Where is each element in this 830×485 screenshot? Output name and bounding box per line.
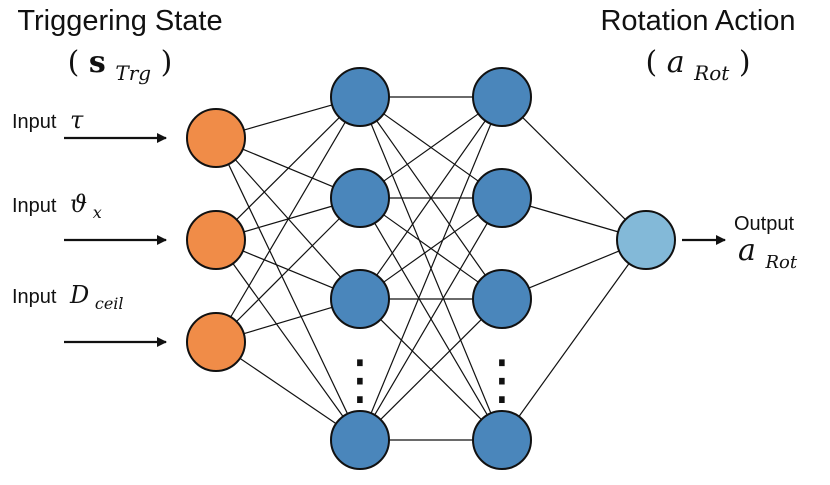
input-label-tau: Input τ bbox=[12, 106, 84, 134]
connection-lines bbox=[227, 96, 630, 441]
edge-layer-3-1-to-layer-4-1 bbox=[522, 117, 626, 220]
input-label-tau-symbol: τ bbox=[70, 106, 84, 134]
edge-layer-1-3-to-layer-2-4 bbox=[239, 357, 337, 425]
edge-layer-1-2-to-layer-2-1 bbox=[236, 117, 340, 220]
edge-layer-2-4-to-layer-3-2 bbox=[374, 222, 488, 416]
input-label-d-ceil: Input D ceil bbox=[12, 281, 124, 313]
left-title: Triggering State bbox=[17, 5, 222, 37]
hidden-layer-2-ellipsis: ⋮ bbox=[475, 350, 529, 410]
hidden-layer-2-node-2 bbox=[472, 168, 532, 228]
input-label-d-ceil-word: Input bbox=[12, 286, 57, 308]
hidden-layer-1-node-4 bbox=[330, 410, 390, 470]
input-label-d-ceil-symbol: D bbox=[69, 281, 89, 309]
right-title-main-symbol: a bbox=[667, 45, 685, 80]
output-label-subscript: Rot bbox=[764, 252, 797, 273]
input-node-3 bbox=[186, 312, 246, 372]
edge-layer-2-2-to-layer-3-1 bbox=[383, 113, 479, 182]
left-title-subscript: Trg bbox=[115, 61, 151, 85]
edge-layer-1-3-to-layer-2-1 bbox=[230, 121, 346, 318]
edge-layer-3-2-to-layer-4-1 bbox=[529, 205, 619, 233]
input-label-vartheta-x-word: Input bbox=[12, 195, 57, 217]
edge-layer-2-3-to-layer-3-1 bbox=[376, 120, 486, 276]
input-node-1 bbox=[186, 108, 246, 168]
input-label-vartheta-x-subscript: x bbox=[93, 203, 102, 222]
edge-layer-1-2-to-layer-2-4 bbox=[232, 263, 344, 417]
output-label-symbol: a Rot bbox=[738, 233, 798, 273]
right-title-paren-open: ( bbox=[645, 45, 657, 80]
edge-layer-1-1-to-layer-2-1 bbox=[243, 104, 333, 131]
edge-layer-3-3-to-layer-4-1 bbox=[528, 250, 620, 289]
left-title-symbol: ( s Trg ) bbox=[68, 45, 173, 88]
hidden-layer-2-node-3 bbox=[472, 269, 532, 329]
output-label-word: Output bbox=[734, 213, 794, 235]
input-label-d-ceil-subscript: ceil bbox=[95, 294, 124, 313]
hidden-layer-2-node-1 bbox=[472, 67, 532, 127]
output-node bbox=[616, 210, 676, 270]
hidden-layer-1-node-2 bbox=[330, 168, 390, 228]
edge-layer-1-3-to-layer-2-3 bbox=[243, 306, 333, 335]
hidden-layer-1-node-3 bbox=[330, 269, 390, 329]
edge-layer-1-1-to-layer-2-4 bbox=[227, 163, 349, 415]
right-title-paren-close: ) bbox=[739, 45, 751, 80]
edge-layer-3-4-to-layer-4-1 bbox=[518, 263, 630, 417]
edge-layer-2-3-to-layer-3-2 bbox=[383, 214, 479, 283]
hidden-layer-1-ellipsis: ⋮ bbox=[333, 350, 387, 410]
input-label-vartheta-x-symbol: ϑ bbox=[70, 190, 87, 218]
left-title-paren-open: ( bbox=[68, 45, 80, 80]
input-label-tau-word: Input bbox=[12, 111, 57, 133]
input-label-vartheta-x: Input ϑ x bbox=[12, 190, 102, 222]
edge-layer-1-3-to-layer-2-2 bbox=[236, 218, 340, 322]
hidden-layer-1-node-1 bbox=[330, 67, 390, 127]
output-label-main-symbol: a bbox=[738, 233, 756, 268]
right-title: Rotation Action bbox=[600, 5, 795, 37]
left-title-paren-close: ) bbox=[161, 45, 173, 80]
input-node-2 bbox=[186, 210, 246, 270]
right-title-symbol: ( a Rot ) bbox=[645, 45, 750, 88]
right-title-subscript: Rot bbox=[693, 61, 730, 85]
edge-layer-2-4-to-layer-3-3 bbox=[380, 319, 482, 420]
edge-layer-2-4-to-layer-3-1 bbox=[370, 123, 492, 414]
left-title-main-symbol: s bbox=[89, 45, 106, 80]
hidden-layer-2-node-4 bbox=[472, 410, 532, 470]
